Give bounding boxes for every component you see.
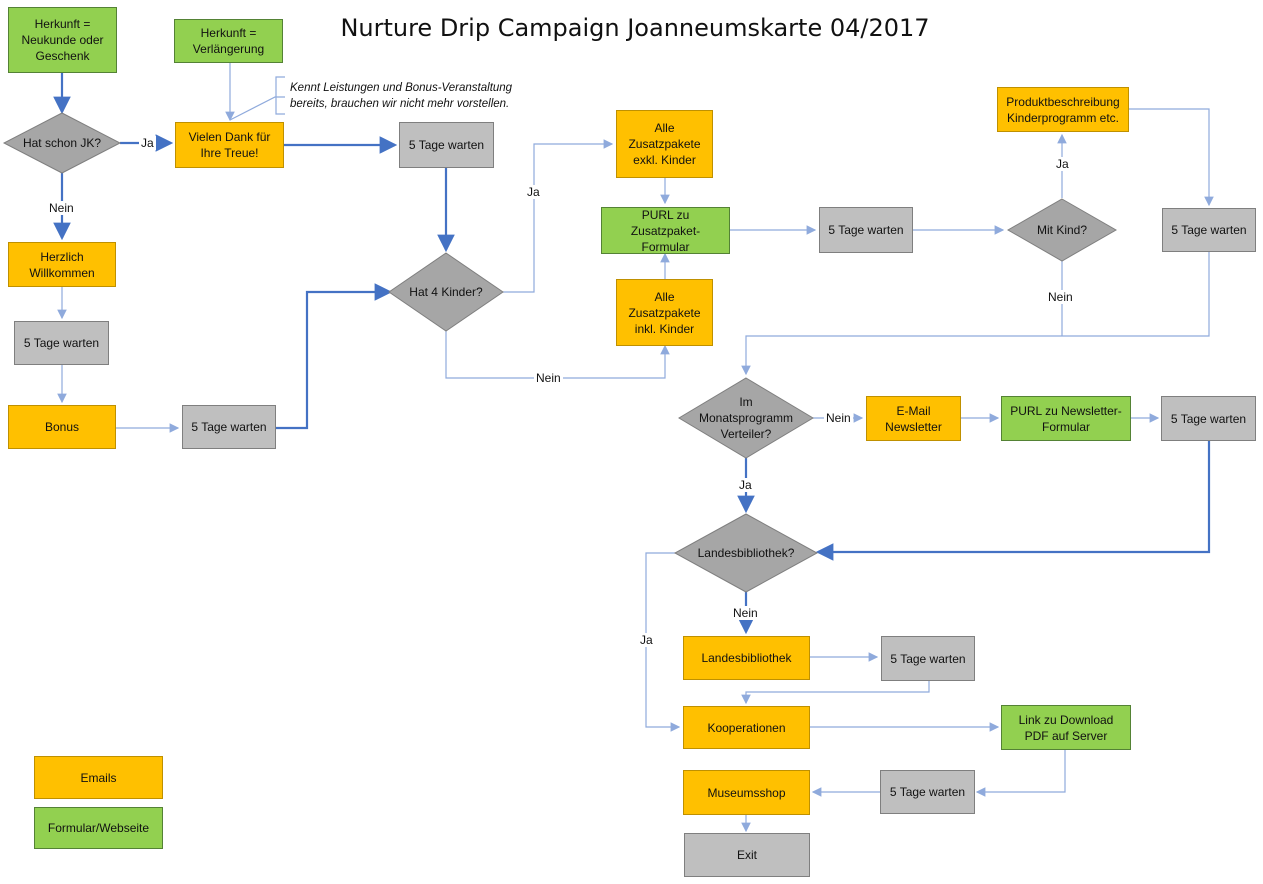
annotation-note: Kennt Leistungen und Bonus-Veranstaltung… [290, 82, 513, 110]
node-purl-newsletter: PURL zu Newsletter- Formular [1001, 396, 1131, 441]
edge-label-nein-landes: Nein [731, 606, 760, 620]
edge-label-ja-monats: Ja [737, 478, 754, 492]
decision-hat4 [388, 252, 504, 332]
node-museumsshop: Museumsshop [683, 770, 810, 815]
node-herzlich-willkommen: Herzlich Willkommen [8, 242, 116, 287]
node-vielen-dank: Vielen Dank für Ihre Treue! [175, 122, 284, 168]
node-kooperationen: Kooperationen [683, 706, 810, 749]
decision-monats [678, 377, 814, 459]
edge-wait3-to-hat4 [276, 283, 393, 430]
edge-label-nein-monats: Nein [824, 411, 853, 425]
edge-link-to-wait8 [975, 750, 1066, 797]
node-wait-2: 5 Tage warten [14, 321, 109, 365]
edge-label-ja-hat4: Ja [525, 185, 542, 199]
node-produktbeschreibung: Produktbeschreibung Kinderprogramm etc. [997, 87, 1129, 132]
decision-mit-kind-label: Mit Kind? [1036, 223, 1088, 237]
legend-emails: Emails [34, 756, 163, 799]
edge-label-nein-hat4: Nein [534, 371, 563, 385]
node-wait-5: 5 Tage warten [1162, 208, 1256, 252]
node-wait-6: 5 Tage warten [1161, 396, 1256, 441]
edge-wait6-to-landes [815, 441, 1211, 561]
node-bonus: Bonus [8, 405, 116, 449]
edge-wait5-merge [741, 252, 1210, 376]
edge-label-nein-kind: Nein [1046, 290, 1075, 304]
node-herkunft-neukunde: Herkunft = Neukunde oder Geschenk [8, 7, 117, 73]
node-wait-3: 5 Tage warten [182, 405, 276, 449]
node-alle-zusatzpakete-exkl: Alle Zusatzpakete exkl. Kinder [616, 110, 713, 178]
decision-monats-label: Im Monatsprogramm Verteiler? [698, 395, 794, 441]
decision-hat-jk [2, 112, 122, 174]
decision-landes-label: Landesbibliothek? [697, 546, 795, 560]
node-herkunft-verlaengerung: Herkunft = Verlängerung [174, 19, 283, 63]
edge-note-callout [229, 96, 285, 121]
edge-note-bracket [275, 76, 285, 115]
node-alle-zusatzpakete-inkl: Alle Zusatzpakete inkl. Kinder [616, 279, 713, 346]
edge-label-ja-landes: Ja [638, 633, 655, 647]
edge-label-ja-jk: Ja [139, 136, 156, 150]
edge-hat4-ja [503, 139, 614, 293]
decision-hat-jk-label: Hat schon JK? [22, 136, 102, 150]
diagram-title: Nurture Drip Campaign Joanneumskarte 04/… [340, 14, 930, 42]
node-email-newsletter: E-Mail Newsletter [866, 396, 961, 441]
node-exit: Exit [684, 833, 810, 877]
edge-label-ja-kind: Ja [1054, 157, 1071, 171]
node-link-download-pdf: Link zu Download PDF auf Server [1001, 705, 1131, 750]
edge-produkt-to-wait5 [1129, 108, 1214, 207]
decision-hat4-label: Hat 4 Kinder? [409, 285, 483, 299]
decision-landes [673, 513, 819, 593]
decision-mit-kind [1006, 198, 1118, 262]
node-wait-1: 5 Tage warten [399, 122, 494, 168]
edge-label-nein-jk: Nein [47, 201, 76, 215]
node-wait-8: 5 Tage warten [880, 770, 975, 814]
node-wait-4: 5 Tage warten [819, 207, 913, 253]
node-landesbibliothek: Landesbibliothek [683, 636, 810, 680]
legend-formular-webseite: Formular/Webseite [34, 807, 163, 849]
node-purl-zusatzpaket: PURL zu Zusatzpaket- Formular [601, 207, 730, 254]
node-wait-7: 5 Tage warten [881, 636, 975, 681]
edge-wait7-to-koop [741, 681, 930, 705]
